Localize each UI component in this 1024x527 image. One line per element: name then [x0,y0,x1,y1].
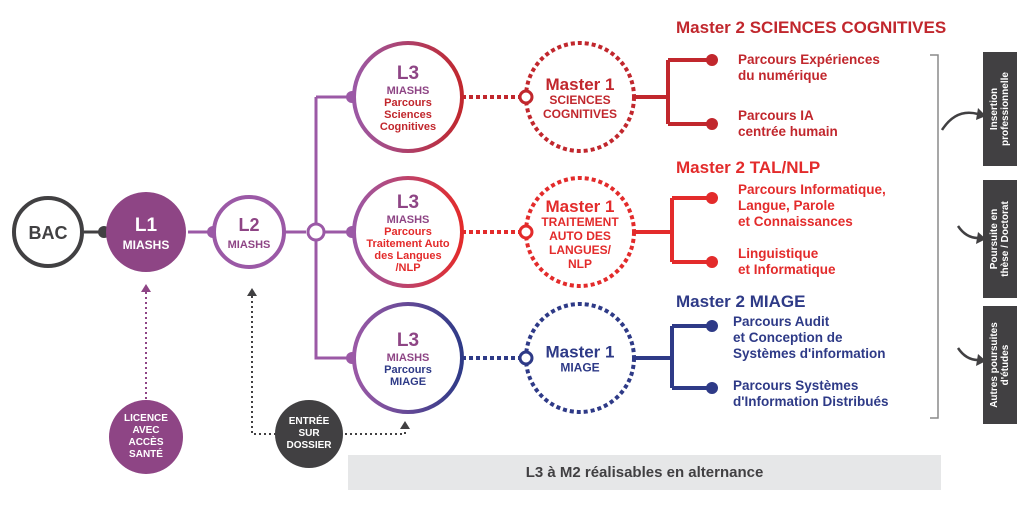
dossier-entry-arrow-l2 [247,288,257,296]
m1-title: Master 1 [546,343,615,362]
l3-title: L3 [397,63,419,84]
m1-line: NLP [568,257,592,271]
m2-tal-parcours-1: Parcours Informatique, Langue, Parole et… [738,182,886,229]
dossier-entry-line-text: DOSSIER [286,440,332,451]
l1-title: L1 [135,215,158,236]
l3-line: Parcours [384,226,432,238]
outcome-insertion-label: Insertion professionnelle [989,72,1011,146]
m2-miage-dot-1 [706,320,718,332]
m1-line: SCIENCES [549,93,610,107]
outcomes-bracket [930,54,939,419]
arrow-doctorat-head [976,232,986,244]
bac-node [12,196,84,268]
dossier-entry-line-l2 [251,296,278,435]
sante-entry-node [109,400,183,474]
l3-sciences-cognitives-node [352,41,464,153]
m2-miage-bracket [634,324,712,390]
m2-tal-title: Master 2 TAL/NLP [676,158,821,177]
outcome-autres-label: Autres poursuites d'études [989,322,1011,408]
dossier-entry-node [275,400,343,468]
l3-sub: MIASHS [387,214,430,226]
m2-tal-bracket [634,196,712,264]
dossier-entry-line-text: ENTRÉE [289,414,330,427]
m2-sciences-parcours-1: Parcours Expériences du numérique [738,52,880,83]
l3-line: des Langues [374,250,441,262]
m2-tal-parcours-2: Linguistique et Informatique [738,246,836,277]
l3-line: MIAGE [390,376,426,388]
m2-miage-parcours-1: Parcours Audit et Conception de Systèmes… [733,314,886,361]
m1-line: TRAITEMENT [541,215,619,229]
m1-line: LANGUES/ [549,243,612,257]
sante-entry-arrow [141,284,151,292]
l2-sub: MIASHS [228,239,271,251]
m2-sciences-dot-2 [706,118,718,130]
dossier-entry-line-text: SUR [298,428,320,439]
l3-sub: MIASHS [387,85,430,97]
sante-entry-line-text: ACCÈS [128,435,163,448]
m2-miage-dot-2 [706,382,718,394]
arrow-autres [956,347,979,362]
m2-miage-title: Master 2 MIAGE [676,292,806,311]
outcome-doctorat-label: Poursuite en thèse / Doctorat [989,201,1011,277]
l1-sub: MIASHS [123,238,170,252]
m1a-entry-dot [518,89,534,105]
m1-line: COGNITIVES [543,107,617,121]
m2-tal-dot-2 [706,256,718,268]
alternance-banner: L3 à M2 réalisables en alternance [348,455,941,490]
m2-sciences-bracket [634,58,712,126]
m1-title: Master 1 [546,75,615,94]
l3-line: Parcours [384,97,432,109]
l3-title: L3 [397,330,419,351]
arrow-doctorat [956,225,979,240]
l3-sub: MIASHS [387,352,430,364]
l3-title: L3 [397,192,419,213]
arrow-insertion [940,111,979,131]
l3-line: Traitement Auto [366,238,450,250]
l3-miage-node [352,302,464,414]
l2-title: L2 [238,215,259,235]
m2-sciences-parcours-2: Parcours IA centrée humain [738,108,838,139]
l1-node [106,192,186,272]
dossier-entry-arrow-l3 [400,421,410,429]
bac-label: BAC [29,223,68,243]
m1-line: AUTO DES [549,229,611,243]
sante-entry-line-text: LICENCE [124,413,168,424]
sante-entry-line-text: AVEC [132,425,159,436]
l3-line: Parcours [384,364,432,376]
l3-line: Sciences [384,109,432,121]
m2-miage-parcours-2: Parcours Systèmes d'Information Distribu… [733,378,889,409]
m2-tal-dot-1 [706,192,718,204]
l3-line: /NLP [395,262,420,274]
m1-title: Master 1 [546,197,615,216]
outcome-insertion: Insertion professionnelle [983,52,1017,166]
dossier-entry-line-l3 [340,428,406,435]
m1b-entry-dot [518,224,534,240]
outcome-autres: Autres poursuites d'études [983,306,1017,424]
outcome-doctorat: Poursuite en thèse / Doctorat [983,180,1017,298]
l3-line: Cognitives [380,121,436,133]
branch-node [306,222,326,242]
l2-node [212,195,286,269]
m1-line: MIAGE [560,361,599,375]
m2-sciences-title: Master 2 SCIENCES COGNITIVES [676,18,947,37]
l3-nlp-node [352,176,464,288]
sante-entry-line-text: SANTÉ [129,447,163,460]
m1c-entry-dot [518,350,534,366]
m2-sciences-block: Master 2 SCIENCES COGNITIVES [676,18,946,38]
arrow-autres-head [976,354,986,366]
m2-sciences-dot-1 [706,54,718,66]
